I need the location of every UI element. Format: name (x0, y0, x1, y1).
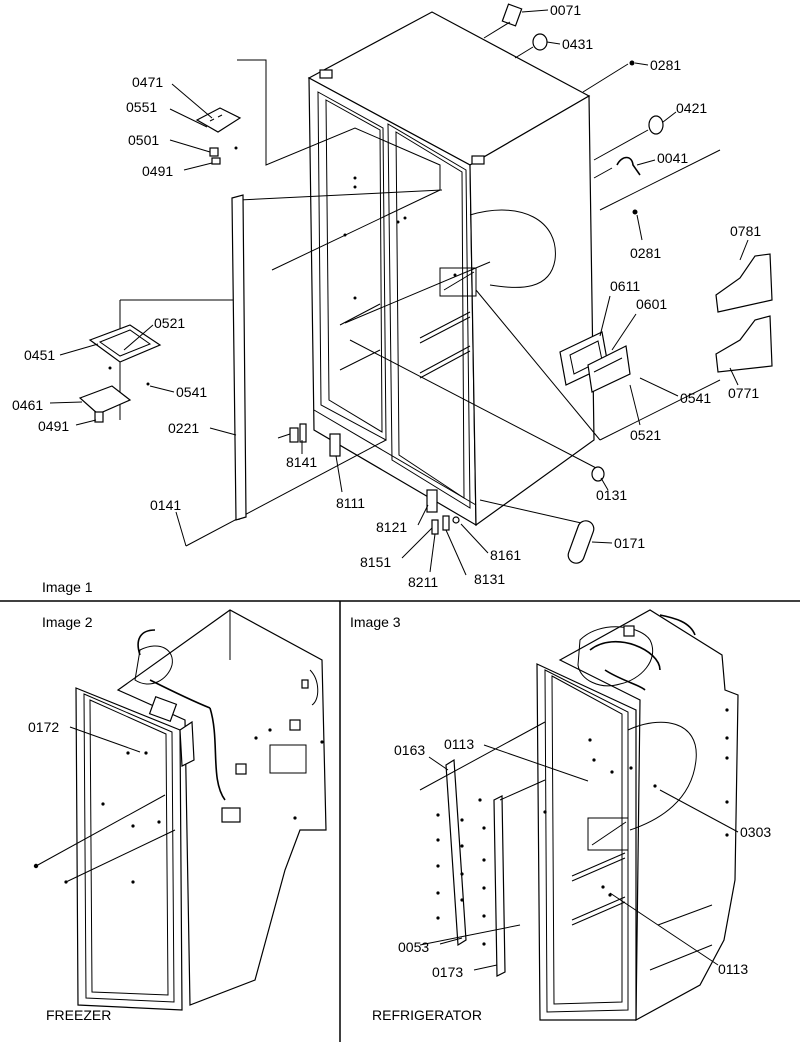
callout-0041: 0041 (657, 150, 688, 166)
callout-8151: 8151 (360, 554, 391, 570)
callout-8121: 8121 (376, 519, 407, 535)
leader-0172 (69, 726, 141, 753)
hinge-strips (419, 721, 546, 977)
callout-0521-right: 0521 (630, 427, 661, 443)
callout-0113-top: 0113 (444, 736, 474, 752)
callout-0172: 0172 (28, 719, 59, 735)
callout-0781: 0781 (730, 223, 761, 239)
freezer-assembly (33, 609, 327, 1011)
callout-0601: 0601 (636, 296, 667, 312)
callout-0141: 0141 (150, 497, 181, 513)
callout-8211: 8211 (408, 574, 438, 590)
callout-0541-right: 0541 (680, 390, 711, 406)
lower-hinge-parts (277, 423, 460, 535)
side-panels (715, 253, 773, 373)
callout-0171: 0171 (614, 535, 645, 551)
callout-0491-bottom: 0491 (38, 418, 69, 434)
callout-8131: 8131 (474, 571, 505, 587)
callout-0431: 0431 (562, 36, 593, 52)
leader-lines-image3 (428, 744, 739, 971)
callout-0163: 0163 (394, 742, 425, 758)
callout-0491-top: 0491 (142, 163, 173, 179)
callout-0071: 0071 (550, 2, 581, 18)
refrigerator-label: REFRIGERATOR (372, 1007, 482, 1023)
callout-8141: 8141 (286, 454, 317, 470)
callout-0053: 0053 (398, 939, 429, 955)
callout-0611: 0611 (610, 278, 640, 294)
callout-0461: 0461 (12, 397, 43, 413)
callout-0281-top: 0281 (650, 57, 681, 73)
callout-0421: 0421 (676, 100, 707, 116)
callout-0221: 0221 (168, 420, 199, 436)
dispenser-bracket (559, 331, 631, 393)
cabinet-assembly (307, 11, 595, 527)
callout-0131: 0131 (596, 487, 627, 503)
callout-0113-bottom: 0113 (718, 961, 748, 977)
callout-0173: 0173 (432, 964, 463, 980)
callout-0521-left: 0521 (154, 315, 185, 331)
image1-caption: Image 1 (42, 579, 93, 595)
callout-0281-mid: 0281 (630, 245, 661, 261)
image3-caption: Image 3 (350, 614, 401, 630)
callout-0501: 0501 (128, 132, 159, 148)
callouts-image1: 0071 0431 0281 0421 0041 0281 0781 0611 … (12, 2, 761, 590)
grille-0171 (567, 520, 595, 564)
plug-0131 (591, 466, 605, 482)
callout-0551: 0551 (126, 99, 157, 115)
refrigerator-assembly (536, 609, 739, 1022)
callout-8111: 8111 (336, 495, 365, 511)
callout-0771: 0771 (728, 385, 759, 401)
callout-0451: 0451 (24, 347, 55, 363)
freezer-label: FREEZER (46, 1007, 111, 1023)
top-right-parts (483, 3, 664, 215)
callout-0471: 0471 (132, 74, 163, 90)
callout-0303: 0303 (740, 824, 771, 840)
callouts-image3: 0163 0113 0303 0053 0173 0113 (394, 736, 771, 980)
leader-lines-image1 (49, 9, 749, 576)
door-seal-strip (231, 194, 247, 521)
callout-0541-left: 0541 (176, 384, 207, 400)
callout-8161: 8161 (490, 547, 521, 563)
image2-caption: Image 2 (42, 614, 93, 630)
top-left-bracket-parts (78, 107, 242, 423)
